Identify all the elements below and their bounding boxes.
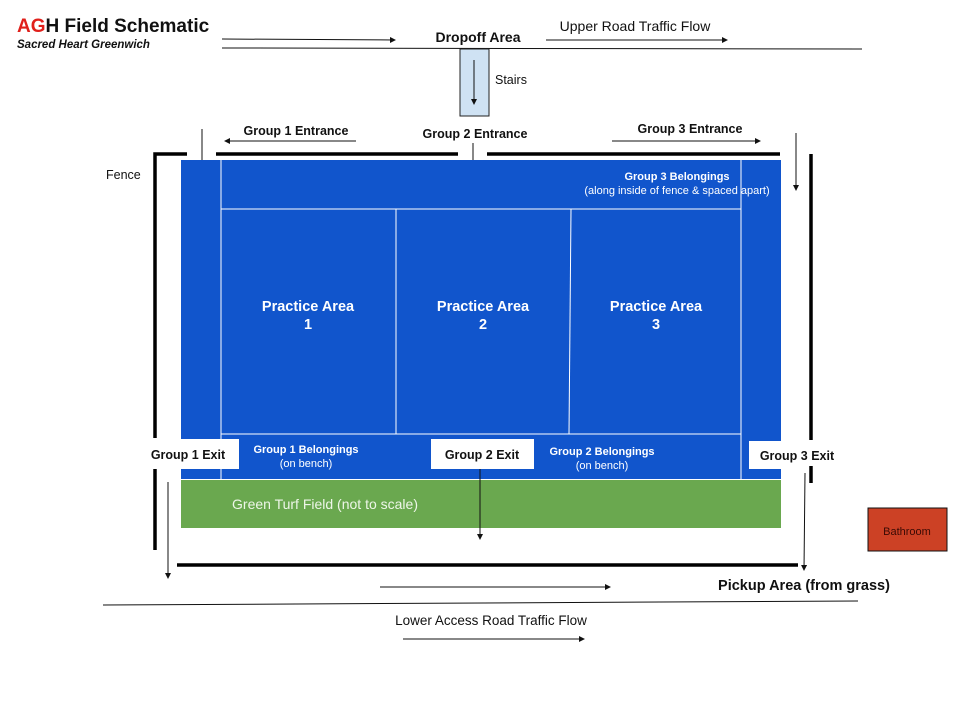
group2-entrance-label: Group 2 Entrance bbox=[423, 127, 528, 141]
group3-exit-box bbox=[749, 441, 781, 469]
upper-road-label: Upper Road Traffic Flow bbox=[560, 18, 712, 34]
practice-area-3: Practice Area 3 bbox=[610, 299, 703, 333]
group2-belongings-note: (on bench) bbox=[576, 460, 629, 472]
practice-area-label: Practice Area bbox=[610, 299, 703, 315]
group1-entrance-label: Group 1 Entrance bbox=[244, 124, 349, 138]
field-dividers bbox=[220, 160, 742, 479]
turf-field bbox=[181, 480, 781, 528]
practice-area-2: Practice Area 2 bbox=[437, 299, 530, 333]
group2-exit-box bbox=[431, 439, 534, 469]
divider-area-2-3 bbox=[568, 208, 572, 435]
title-accent: AG bbox=[17, 16, 46, 37]
group1-exit-label: Group 1 Exit bbox=[151, 448, 226, 462]
group3-exit-arrow bbox=[801, 472, 808, 571]
practice-area-label: Practice Area bbox=[262, 299, 355, 315]
pickup-label: Pickup Area (from grass) bbox=[718, 578, 890, 594]
group3-entrance-label: Group 3 Entrance bbox=[638, 122, 743, 136]
field-area bbox=[181, 160, 781, 479]
stairs-label: Stairs bbox=[495, 73, 527, 87]
header: AGH Field Schematic Sacred Heart Greenwi… bbox=[17, 16, 209, 52]
dropoff-label: Dropoff Area bbox=[435, 29, 520, 45]
practice-area-number: 1 bbox=[304, 317, 312, 333]
upper-road-line bbox=[221, 47, 863, 50]
bathroom-label: Bathroom bbox=[883, 526, 931, 538]
lower-road-line bbox=[102, 600, 859, 606]
fence bbox=[153, 152, 813, 567]
bathroom-box bbox=[867, 507, 948, 552]
group2-exit-label: Group 2 Exit bbox=[445, 448, 520, 462]
group3-belongings-title: Group 3 Belongings bbox=[624, 171, 729, 183]
page-title: AGH Field Schematic bbox=[17, 16, 209, 38]
lower-road-label: Lower Access Road Traffic Flow bbox=[395, 613, 587, 628]
page-subtitle: Sacred Heart Greenwich bbox=[17, 39, 150, 51]
practice-area-1: Practice Area 1 bbox=[262, 299, 355, 333]
practice-area-number: 2 bbox=[479, 317, 487, 333]
group2-belongings-title: Group 2 Belongings bbox=[549, 446, 654, 458]
group1-exit-box bbox=[140, 439, 239, 469]
turf-label: Green Turf Field (not to scale) bbox=[232, 496, 418, 512]
fence-label: Fence bbox=[106, 168, 141, 182]
group3-exit-label: Group 3 Exit bbox=[760, 449, 835, 463]
practice-area-number: 3 bbox=[652, 317, 660, 333]
group3-belongings-note: (along inside of fence & spaced apart) bbox=[584, 185, 769, 197]
title-rest: H Field Schematic bbox=[45, 16, 210, 37]
group1-belongings-title: Group 1 Belongings bbox=[253, 444, 358, 456]
group1-belongings-note: (on bench) bbox=[280, 458, 333, 470]
practice-area-label: Practice Area bbox=[437, 299, 530, 315]
fence-top-left bbox=[153, 152, 187, 438]
upper-road-arrow-left bbox=[221, 36, 396, 43]
